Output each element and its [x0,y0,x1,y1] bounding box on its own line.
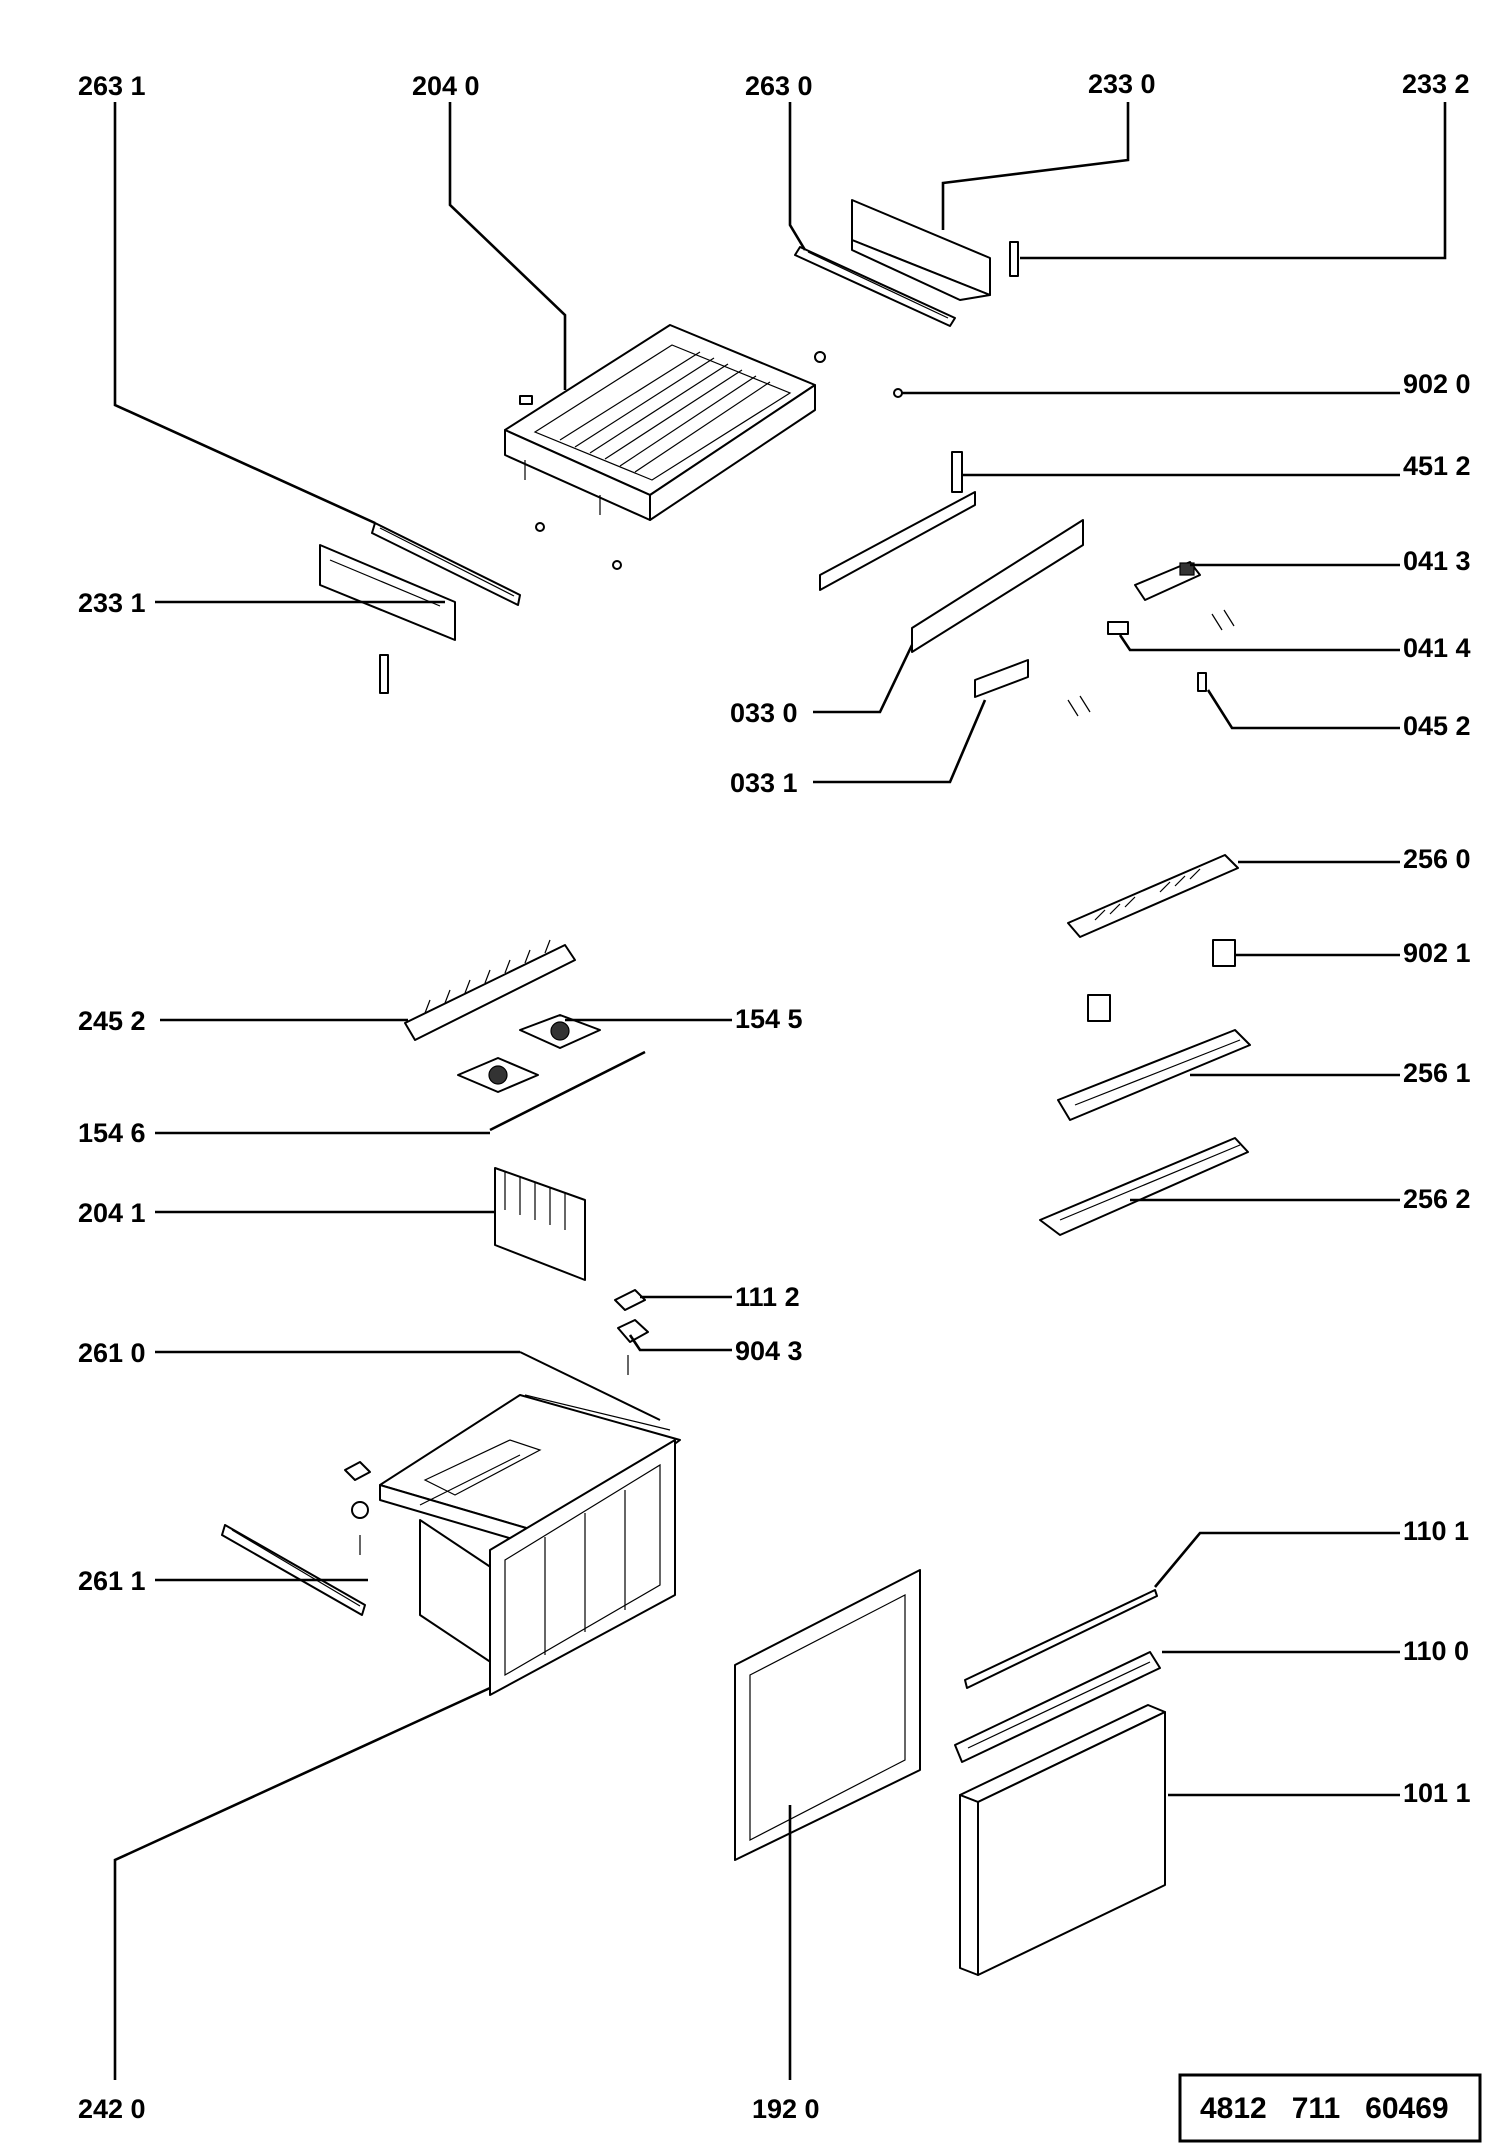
label-233-1: 233 1 [78,588,146,618]
label-904-3: 904 3 [735,1336,803,1366]
label-261-1: 261 1 [78,1566,146,1596]
document-number-box: 4812 711 60469 [1178,2073,1482,2143]
part-904-3-nut [617,1319,649,1343]
part-902-1-plate [1212,939,1236,967]
label-263-1: 263 1 [78,71,146,101]
label-256-1: 256 1 [1403,1058,1471,1088]
label-204-0: 204 0 [412,71,480,101]
part-labels: 263 1 204 0 263 0 233 0 233 2 902 0 451 … [78,69,1471,2124]
label-111-2: 111 2 [735,1282,800,1312]
part-263-1-rail [371,522,521,606]
part-233-1-bracket [319,544,456,641]
part-902-0-screw [893,388,903,398]
label-154-6: 154 6 [78,1118,146,1148]
part-261-clip [344,1461,371,1481]
label-154-5: 154 5 [735,1004,803,1034]
part-902-1-plate-2 [1087,994,1111,1022]
label-261-0: 261 0 [78,1338,146,1368]
part-204-0-shelf-tray [504,324,826,570]
label-192-0: 192 0 [752,2094,820,2124]
part-041-screws [1067,609,1235,717]
part-041-3-hinge [1134,561,1201,601]
label-041-4: 041 4 [1403,633,1471,663]
part-033-0-strip [911,519,1084,653]
part-204-1-divider [494,1167,586,1281]
label-033-1: 033 1 [730,768,798,798]
part-256-0-grille [1067,854,1239,938]
label-233-2: 233 2 [1402,69,1470,99]
part-233-2-pin [1009,241,1019,277]
label-045-2: 045 2 [1403,711,1471,741]
part-045-2-screw [1197,672,1207,692]
part-261-1-slide-rail [221,1524,366,1616]
label-110-1: 110 1 [1403,1516,1469,1546]
part-245-2-comb-rack [404,939,576,1041]
part-256-2-trim [1039,1137,1249,1236]
label-902-1: 902 1 [1403,938,1471,968]
leader-lines [113,102,1447,2080]
part-033-1-plate [974,659,1029,698]
part-233-0-bracket [851,199,991,301]
part-261-0-drawer [379,1351,681,1696]
part-110-1-strip [964,1589,1158,1689]
label-204-1: 204 1 [78,1198,146,1228]
part-263-0-rail [794,246,956,327]
label-101-1: 101 1 [1403,1778,1471,1808]
label-110-0: 110 0 [1403,1636,1469,1666]
label-033-0: 033 0 [730,698,798,728]
document-number: 4812 711 60469 [1200,2092,1449,2125]
part-451-2-rail [819,451,976,591]
part-041-4-bushing [1107,621,1129,635]
part-233-1-pin [379,654,389,694]
part-261-nut [351,1501,369,1519]
part-154-5-mount [519,1014,601,1049]
label-242-0: 242 0 [78,2094,146,2124]
part-101-1-front-panel [959,1704,1166,1976]
label-902-0: 902 0 [1403,369,1471,399]
label-256-0: 256 0 [1403,844,1471,874]
part-192-0-door-gasket [734,1569,921,1861]
label-451-2: 451 2 [1403,451,1471,481]
part-111-2-clip [614,1289,646,1311]
label-263-0: 263 0 [745,71,813,101]
label-245-2: 245 2 [78,1006,146,1036]
label-256-2: 256 2 [1403,1184,1471,1214]
label-041-3: 041 3 [1403,546,1471,576]
label-233-0: 233 0 [1088,69,1156,99]
part-154-6-mount [457,1057,539,1093]
part-110-0-handle [954,1651,1161,1763]
part-256-1-trim [1057,1029,1251,1121]
